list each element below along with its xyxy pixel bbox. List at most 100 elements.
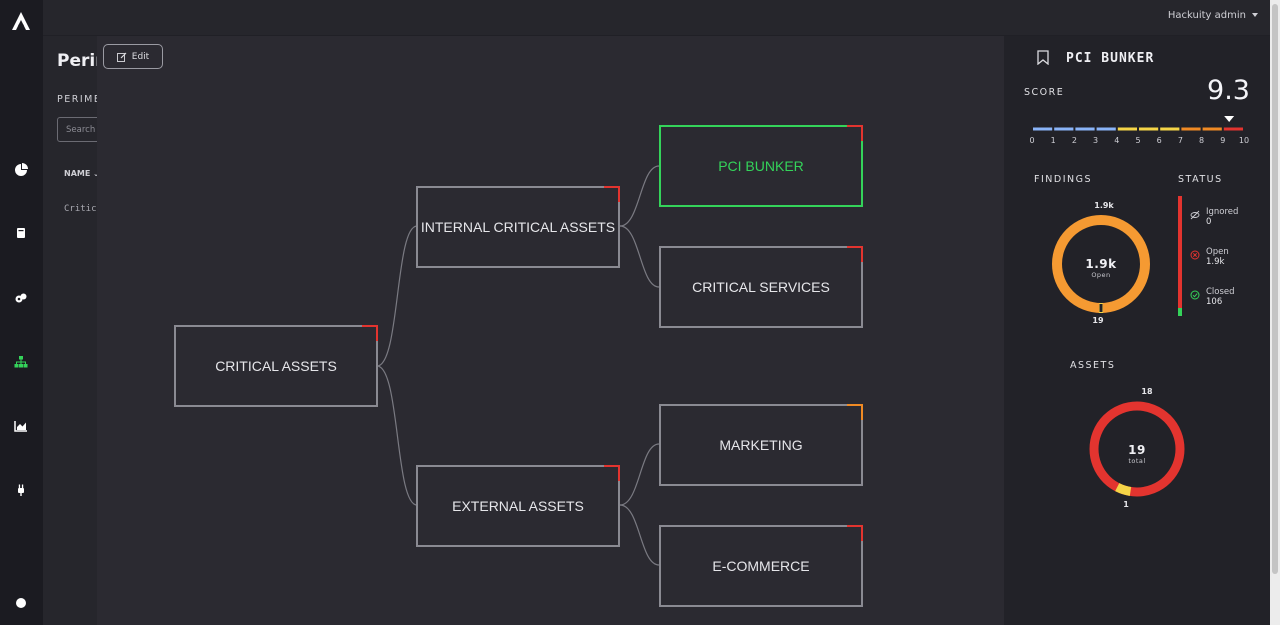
plug-icon[interactable] [14, 483, 28, 497]
edit-button[interactable]: Edit [103, 44, 163, 69]
scale-segment [1033, 127, 1053, 131]
findings-total: 1.9k [1085, 257, 1117, 271]
status-ignored-label: Ignored [1206, 207, 1239, 217]
node-label: CRITICAL ASSETS [215, 358, 337, 374]
findings-center: 1.9k Open [1071, 257, 1131, 279]
severity-corner [604, 186, 620, 202]
assets-icon[interactable] [14, 291, 28, 305]
severity-corner [847, 525, 863, 541]
status-ignored-value: 0 [1206, 217, 1212, 227]
status-dot-icon[interactable] [14, 596, 28, 610]
edit-label: Edit [131, 51, 150, 62]
app-logo-icon[interactable] [11, 11, 31, 31]
pencil-icon [116, 52, 127, 62]
scale-tick-label: 9 [1220, 136, 1225, 145]
node-external-assets[interactable]: EXTERNAL ASSETS [416, 465, 620, 547]
scale-tick-label: 4 [1114, 136, 1119, 145]
assets-subtitle: total [1128, 457, 1146, 465]
scale-tick-label: 1 [1051, 136, 1056, 145]
dashboard-pie-icon[interactable] [14, 163, 28, 177]
bookmark-icon[interactable] [1037, 50, 1049, 65]
status-closed: Closed 106 [1190, 287, 1235, 307]
scale-segment [1202, 127, 1222, 131]
status-ignored: Ignored 0 [1190, 207, 1238, 227]
chevron-down-icon: ⌄ [93, 170, 99, 178]
findings-donut [1052, 215, 1150, 313]
score-value: 9.3 [1207, 75, 1250, 106]
name-column-header[interactable]: NAME ⌄ [64, 169, 99, 178]
scrollbar[interactable] [1270, 0, 1280, 625]
score-scale: 0 1 2 3 4 5 6 7 8 9 10 [1029, 116, 1249, 145]
scale-tick-label: 0 [1029, 136, 1034, 145]
scale-segment [1075, 127, 1095, 131]
scale-tick-label: 6 [1157, 136, 1162, 145]
scale-tick-label: 3 [1093, 136, 1098, 145]
node-e-commerce[interactable]: E-COMMERCE [659, 525, 863, 607]
node-label: CRITICAL SERVICES [692, 279, 830, 295]
severity-corner [847, 246, 863, 262]
node-label: MARKETING [719, 437, 803, 453]
assets-bottom-label: 1 [1123, 500, 1129, 509]
detail-panel [1004, 36, 1270, 625]
scale-tick-label: 2 [1072, 136, 1077, 145]
severity-corner [604, 465, 620, 481]
assets-label: ASSETS [1070, 360, 1116, 371]
findings-label: FINDINGS [1034, 174, 1092, 185]
scale-tick-label: 8 [1199, 136, 1204, 145]
assets-top-label: 18 [1141, 387, 1153, 396]
severity-corner [362, 325, 378, 341]
nav-rail [0, 0, 43, 625]
assets-donut [1089, 401, 1185, 497]
status-open: Open 1.9k [1190, 247, 1229, 267]
perimeter-tree-icon[interactable] [14, 355, 28, 369]
panel-title: PCI BUNKER [1066, 51, 1155, 66]
assets-total: 19 [1128, 443, 1146, 457]
user-menu[interactable]: Hackuity admin [1168, 10, 1258, 21]
status-closed-label: Closed [1206, 287, 1235, 297]
check-circle-icon [1190, 290, 1200, 300]
scale-segment [1096, 127, 1116, 131]
node-marketing[interactable]: MARKETING [659, 404, 863, 486]
status-bar [1178, 196, 1182, 316]
node-label: EXTERNAL ASSETS [452, 498, 584, 514]
node-internal-critical-assets[interactable]: INTERNAL CRITICAL ASSETS [416, 186, 620, 268]
user-name: Hackuity admin [1167, 10, 1246, 21]
node-critical-assets[interactable]: CRITICAL ASSETS [174, 325, 378, 407]
section-label: PERIME [57, 94, 102, 105]
severity-corner [847, 404, 863, 420]
scale-segment [1160, 127, 1180, 131]
node-label: E-COMMERCE [712, 558, 810, 574]
score-label: SCORE [1024, 87, 1065, 98]
scale-tick-label: 10 [1239, 136, 1249, 145]
scale-segment [1117, 127, 1137, 131]
name-column-label: NAME [64, 169, 91, 178]
book-icon[interactable] [14, 226, 28, 240]
status-label: STATUS [1178, 174, 1223, 185]
node-label: INTERNAL CRITICAL ASSETS [420, 219, 616, 235]
assets-center: 19 total [1107, 443, 1167, 465]
scrollbar-thumb[interactable] [1272, 4, 1278, 574]
findings-top-label: 1.9k [1094, 201, 1114, 210]
list-item[interactable]: Critic [64, 204, 97, 214]
scale-tick-label: 7 [1178, 136, 1183, 145]
scale-segment [1181, 127, 1201, 131]
eye-slash-icon [1190, 210, 1200, 220]
top-bar: Hackuity admin [43, 0, 1280, 36]
status-closed-segment [1178, 308, 1182, 316]
scale-segment [1223, 127, 1243, 131]
scale-segment [1139, 127, 1159, 131]
score-marker-icon [1224, 116, 1235, 122]
scale-tick-label: 5 [1135, 136, 1140, 145]
node-pci-bunker[interactable]: PCI BUNKER [659, 125, 863, 207]
severity-corner [847, 125, 863, 141]
node-label: PCI BUNKER [718, 158, 804, 174]
findings-subtitle: Open [1091, 271, 1111, 279]
scale-segment [1054, 127, 1074, 131]
status-closed-value: 106 [1206, 297, 1223, 307]
status-open-label: Open [1206, 247, 1229, 257]
status-open-value: 1.9k [1206, 257, 1225, 267]
chart-icon[interactable] [14, 419, 28, 433]
chevron-down-icon [1252, 13, 1258, 17]
node-critical-services[interactable]: CRITICAL SERVICES [659, 246, 863, 328]
x-circle-icon [1190, 250, 1200, 260]
